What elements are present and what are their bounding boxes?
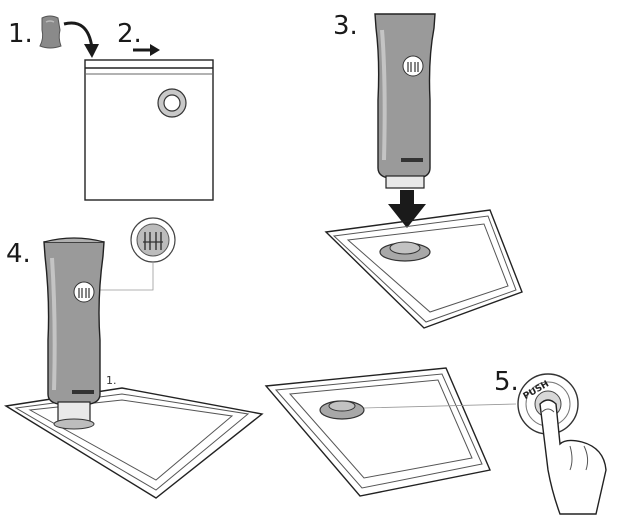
down-arrow-icon (388, 190, 426, 228)
step-3-label: 3. (333, 11, 358, 41)
step-5-label: 5. (494, 367, 519, 397)
curved-arrow-icon (63, 21, 99, 58)
bag-step-4 (4, 387, 264, 499)
finger-icon (539, 399, 607, 515)
vacuum-pump-upright (374, 13, 436, 189)
bag-valve (157, 88, 187, 118)
logo-icon (73, 281, 95, 303)
bag-valve (379, 241, 431, 262)
right-arrow-icon (133, 44, 160, 56)
clip-icon (39, 15, 62, 49)
bag-step-5 (264, 367, 491, 497)
pump-detail-label: 1. (106, 374, 117, 387)
logo-detail-badge (130, 217, 176, 263)
flat-storage-bag (84, 59, 214, 201)
bag-step-3 (324, 209, 523, 329)
logo-icon (402, 55, 424, 77)
step-1-label: 1. (8, 19, 33, 49)
step-2-label: 2. (117, 19, 142, 49)
bag-valve (319, 400, 365, 420)
step-4-label: 4. (6, 239, 31, 269)
logo-icon (143, 232, 163, 250)
vacuum-pump-on-bag (43, 237, 105, 430)
